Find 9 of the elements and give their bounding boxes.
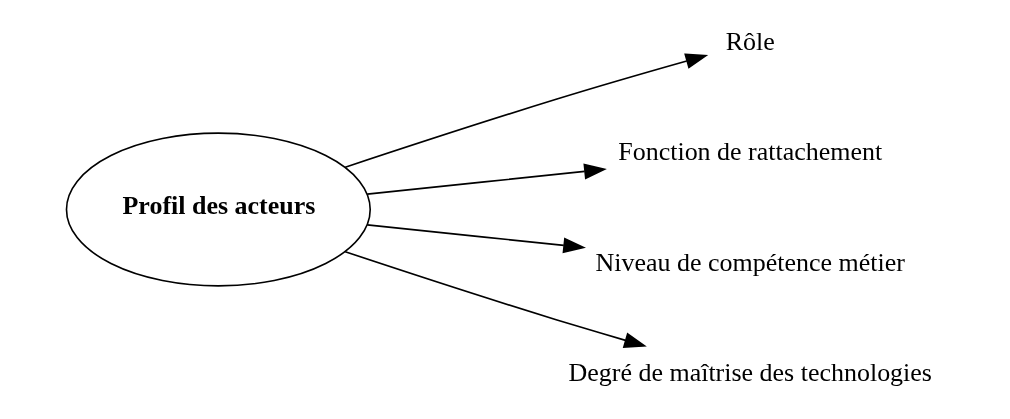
arrow [344,250,647,348]
node-text: Fonction de rattachement [618,137,883,167]
arrow [344,53,709,169]
node-text: Niveau de compétence métier [595,247,905,277]
node-text: Rôle [725,27,775,57]
arrow [366,163,607,195]
node-text: Degré de maîtrise des technologies [568,358,932,388]
arrow [366,224,586,254]
node-ellipse: Profil des acteurs [65,132,371,287]
